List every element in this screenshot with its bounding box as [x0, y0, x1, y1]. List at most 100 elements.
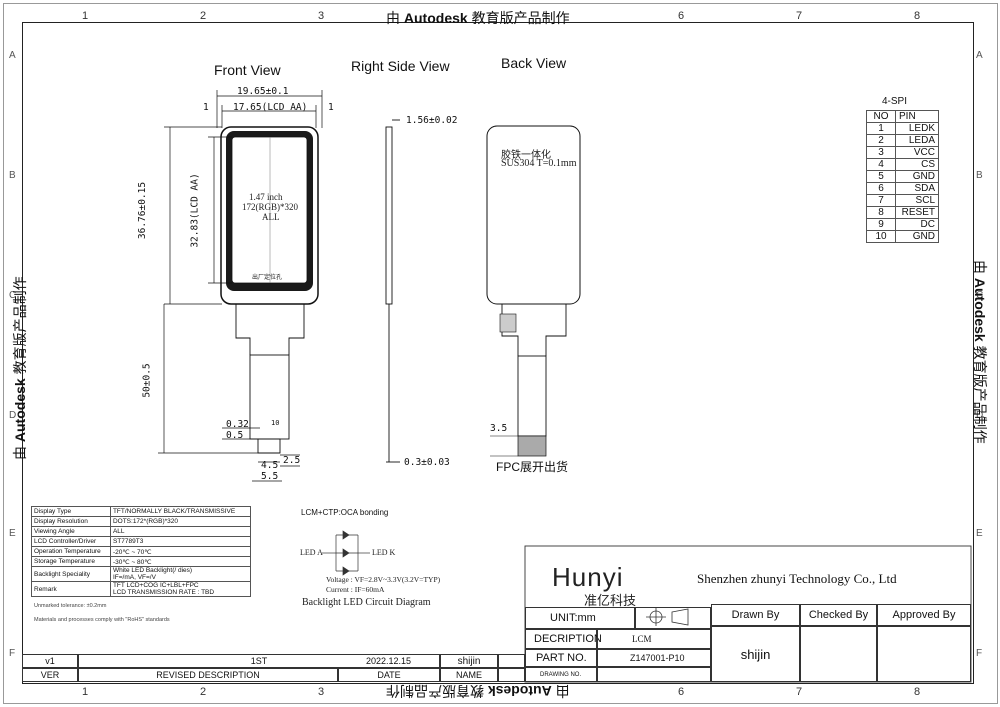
zone-bottom-6: 6 — [678, 686, 685, 698]
pin-name: SDA — [895, 182, 939, 195]
part-no-label: PART NO. — [525, 649, 597, 667]
rev-desc-header: REVISED DESCRIPTION — [78, 668, 338, 682]
side-view — [385, 119, 400, 463]
decription-label: DECRIPTION — [525, 629, 602, 649]
led-k-label: LED K — [372, 548, 396, 557]
unit-cell: UNIT:mm — [525, 607, 635, 629]
led-current: Current : IF=60mA — [326, 585, 385, 594]
logo-chinese: 准亿科技 — [584, 593, 637, 608]
pin-header-pin: PIN — [895, 110, 939, 123]
spec-label: Viewing Angle — [31, 526, 111, 537]
zone-right-f: F — [976, 648, 983, 659]
zone-bottom-1: 1 — [82, 686, 89, 698]
screen-small-label: 出厂定位孔 — [252, 275, 283, 281]
rev-date-header: DATE — [338, 668, 440, 682]
projection-cell — [635, 607, 711, 629]
zone-bottom-2: 2 — [200, 686, 207, 698]
spec-label: Storage Temperature — [31, 556, 111, 567]
pin-name: SCL — [895, 194, 939, 207]
pin-number: 7 — [866, 194, 896, 207]
front-dimension-lines — [158, 90, 323, 482]
tolerance-note: Unmarked tolerance: ±0.2mm — [34, 603, 107, 609]
spec-value: White LED Backlight(/ dies) IF=/mA, VF=/… — [109, 566, 252, 582]
outer-border — [3, 3, 998, 704]
decription-value: LCM — [597, 629, 711, 649]
pin-number: 1 — [866, 122, 896, 135]
spec-label: Operation Temperature — [31, 546, 111, 557]
projection-symbol-icon — [646, 608, 689, 626]
screen-size-label: 1.47 inch — [249, 192, 283, 202]
spec-value: DOTS:172*(RGB)*320 — [109, 516, 252, 527]
zone-right-c: C — [976, 290, 984, 301]
pin-number: 10 — [866, 230, 896, 243]
drawing-no-label: DRAWING NO. — [525, 667, 597, 682]
zone-bottom-8: 8 — [914, 686, 921, 698]
pin-number: 8 — [866, 206, 896, 219]
side-view-title: Right Side View — [351, 58, 450, 74]
pin-number: 4 — [866, 158, 896, 171]
watermark-top: 由 Autodesk 教育版产品制作 — [386, 10, 570, 26]
dim-fpc-length: 50±0.5 — [141, 363, 153, 398]
pin-number: 9 — [866, 218, 896, 231]
zone-left-a: A — [9, 50, 16, 61]
pin-table-header: NO PIN — [866, 110, 939, 123]
drawing-no-value — [597, 667, 711, 682]
rev-name-header: NAME — [440, 668, 498, 682]
zone-right-a: A — [976, 50, 983, 61]
pin-number: 2 — [866, 134, 896, 147]
dim-margin-right: 1 — [328, 102, 334, 113]
zone-left-d: D — [9, 410, 17, 421]
screen-all-label: ALL — [262, 212, 280, 222]
dim-height-total: 36.76±0.15 — [137, 181, 149, 240]
pin-name: DC — [895, 218, 939, 231]
spec-label: Display Type — [31, 506, 111, 517]
dim-height-aa: 32.83(LCD AA) — [189, 173, 201, 248]
dim-35: 3.5 — [490, 423, 508, 434]
pin-name: GND — [895, 170, 939, 183]
pin-name: CS — [895, 158, 939, 171]
zone-right-e: E — [976, 528, 983, 539]
zone-top-8: 8 — [914, 10, 921, 22]
spec-value: -20℃ ~ 70℃ — [109, 546, 252, 557]
checked-by-header: Checked By — [800, 604, 877, 626]
zone-bottom-3: 3 — [318, 686, 325, 698]
spec-row: Storage Temperature-30℃ ~ 80℃ — [31, 556, 252, 567]
spec-value: ALL — [109, 526, 252, 537]
hunyi-logo: Hunyi — [552, 562, 624, 592]
zone-right-b: B — [976, 170, 983, 181]
drawer-name: shijin — [711, 626, 800, 682]
zone-top-1: 1 — [82, 10, 89, 22]
pin-number: 5 — [866, 170, 896, 183]
zone-top-2: 2 — [200, 10, 207, 22]
screen-resolution-label: 172(RGB)*320 — [242, 202, 298, 212]
rev-name-value: shijin — [440, 654, 498, 668]
dim-10: 10 — [271, 419, 280, 427]
front-view-title: Front View — [214, 62, 281, 78]
led-a-label: LED A — [300, 548, 323, 557]
dim-55: 5.5 — [261, 471, 279, 482]
back-material-spec: SUS304 T=0.1mm — [501, 158, 577, 169]
zone-top-6: 6 — [678, 10, 685, 22]
approver-cell — [877, 626, 971, 682]
dim-thickness: 1.56±0.02 — [406, 115, 458, 126]
checker-cell — [800, 626, 877, 682]
dim-margin-left: 1 — [203, 102, 209, 113]
zone-right-d: D — [976, 410, 984, 421]
front-panel — [220, 126, 319, 454]
